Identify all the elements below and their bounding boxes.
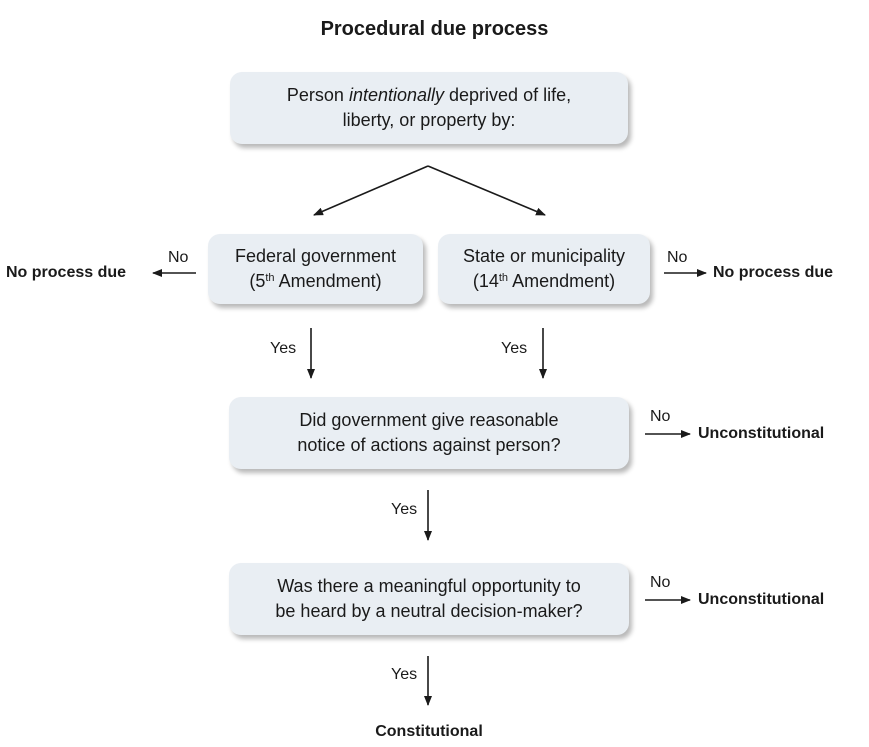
label-federal-no: No <box>168 249 189 266</box>
emphasis-intentionally: intentionally <box>348 85 445 105</box>
box-federal-government: Federal government (5th Amendment) <box>208 234 423 304</box>
arrow-to-state <box>427 165 546 216</box>
outcome-federal-no-process-due: No process due <box>6 264 127 281</box>
diagram-title: Procedural due process <box>320 18 549 40</box>
box-state-or-municipality: State or municipality (14th Amendment) <box>438 234 650 304</box>
label-state-no: No <box>667 249 688 266</box>
label-heard-yes: Yes <box>391 666 418 683</box>
box-reasonable-notice: Did government give reasonable notice of… <box>229 397 629 469</box>
label-federal-yes: Yes <box>270 340 297 357</box>
outcome-state-no-process-due: No process due <box>713 264 834 281</box>
label-notice-no: No <box>650 408 671 425</box>
box-deprivation: Person intentionally deprived of life, l… <box>230 72 628 144</box>
outcome-constitutional: Constitutional <box>375 723 483 740</box>
outcome-heard-unconstitutional: Unconstitutional <box>698 591 825 608</box>
label-state-yes: Yes <box>501 340 528 357</box>
arrow-to-federal <box>313 165 429 216</box>
label-notice-yes: Yes <box>391 501 418 518</box>
outcome-notice-unconstitutional: Unconstitutional <box>698 425 825 442</box>
box-opportunity-to-be-heard: Was there a meaningful opportunity to be… <box>229 563 629 635</box>
label-heard-no: No <box>650 574 671 591</box>
